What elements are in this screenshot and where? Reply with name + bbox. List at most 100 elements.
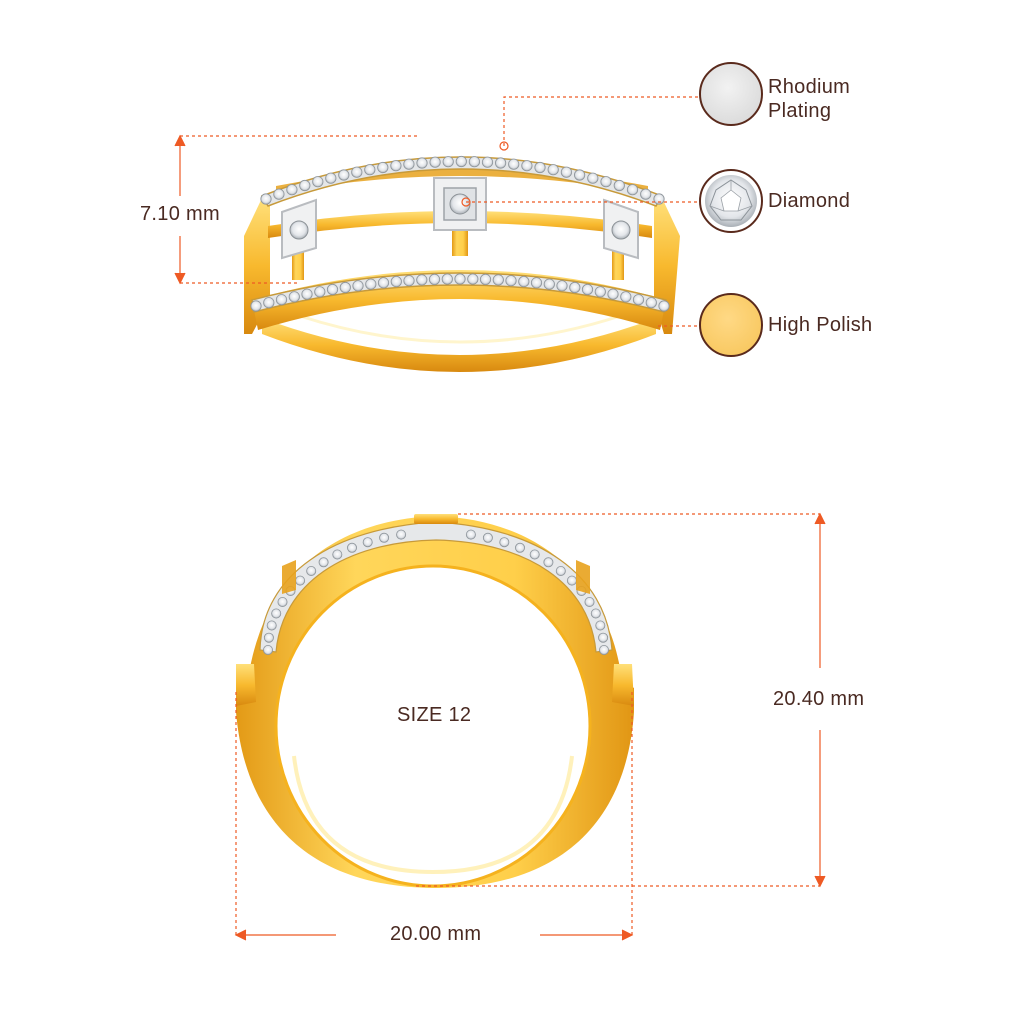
front-dimension-lines	[234, 512, 826, 941]
pave-stone	[262, 645, 273, 656]
pave-stone	[312, 176, 324, 188]
pave-stone	[530, 277, 543, 289]
pave-stone	[590, 608, 601, 619]
pave-stone	[534, 161, 546, 174]
ring-front-view	[236, 514, 634, 888]
pave-stone	[599, 645, 610, 656]
pave-stone	[428, 273, 441, 285]
ring-inner-hole	[276, 566, 590, 886]
pave-stone	[658, 300, 670, 312]
pave-stone	[263, 632, 274, 643]
middle-rail	[268, 211, 652, 238]
pave-stone	[396, 529, 407, 540]
pave-stone	[581, 283, 594, 296]
pave-stone	[314, 286, 326, 298]
pave-stone	[390, 275, 402, 288]
band-height-dimension: 7.10 mm	[140, 203, 220, 225]
left-shoulder	[236, 664, 256, 706]
pave-stone	[653, 193, 665, 205]
pave-stone	[275, 294, 288, 306]
pave-stone	[468, 156, 480, 168]
pave-stone	[455, 155, 467, 168]
pave-stone	[555, 566, 566, 577]
diamond-swatch-icon	[699, 169, 763, 233]
pave-stone	[508, 158, 520, 170]
pave-stone	[479, 273, 492, 285]
pave-stone	[266, 620, 277, 631]
pave-stone	[569, 281, 581, 294]
pave-stone	[481, 156, 494, 168]
legend-high-polish-label: High Polish	[768, 314, 873, 336]
pave-stone	[640, 188, 652, 200]
pave-stone	[271, 608, 282, 619]
top-bezel-edge	[414, 514, 458, 524]
pave-stone	[429, 156, 441, 168]
pave-stone	[595, 620, 606, 631]
legend-diamond-label: Diamond	[768, 190, 851, 212]
left-bezel	[281, 198, 317, 260]
ring-top-view	[244, 155, 680, 372]
pave-stone	[301, 288, 313, 300]
pave-stone	[499, 537, 510, 548]
pave-stone	[600, 176, 612, 188]
pave-stone	[620, 291, 632, 303]
pave-stone	[351, 166, 363, 178]
ring-size-label: SIZE 12	[397, 704, 472, 726]
pave-stone	[573, 169, 586, 181]
pave-stone	[250, 300, 262, 312]
center-bezel	[433, 177, 487, 231]
pave-stone	[390, 160, 402, 172]
pave-stone	[543, 278, 555, 290]
pave-stone	[403, 275, 415, 287]
legend-rhodium-line2: Plating	[768, 100, 832, 122]
pave-stone	[339, 281, 351, 294]
pave-stone	[364, 164, 376, 176]
pave-stone	[377, 161, 389, 174]
pave-stone	[263, 297, 275, 309]
pave-stone	[584, 597, 595, 608]
pave-stone	[556, 280, 568, 292]
gold-swatch-icon	[699, 293, 763, 357]
pave-stone	[467, 273, 479, 285]
pave-stone	[441, 273, 453, 285]
pave-stone	[260, 193, 272, 205]
right-bezel	[603, 198, 639, 260]
pave-stone	[645, 297, 657, 309]
legend-rhodium-line1: Rhodium	[768, 76, 851, 98]
pave-stone	[515, 542, 526, 553]
pave-stone	[494, 157, 507, 169]
pave-stone	[547, 164, 559, 176]
pave-stone	[325, 172, 337, 184]
front-gallery-stones	[262, 529, 610, 656]
pave-stone	[626, 184, 639, 196]
ring-height-dimension: 20.40 mm	[773, 688, 865, 710]
pave-stone	[318, 557, 329, 568]
front-diamond-gallery	[259, 521, 613, 653]
pave-stone	[521, 160, 533, 172]
pave-stone	[288, 291, 300, 303]
pave-stone	[346, 542, 357, 553]
pave-stone	[529, 549, 540, 560]
pave-stone	[286, 184, 298, 196]
pave-stone	[416, 157, 428, 169]
pave-stone	[598, 632, 609, 643]
pave-stone	[338, 169, 350, 181]
pave-stone	[505, 275, 517, 287]
pave-stone	[482, 532, 493, 543]
rhodium-swatch-icon	[699, 62, 763, 126]
pave-stone	[365, 278, 377, 290]
pave-stone	[543, 557, 554, 568]
ring-width-dimension: 20.00 mm	[390, 923, 482, 945]
pave-stone	[362, 537, 373, 548]
pave-stone	[299, 179, 311, 192]
pave-stone	[295, 575, 306, 586]
pave-stone	[492, 274, 504, 286]
pave-stone	[594, 286, 606, 298]
pave-stone	[352, 280, 364, 292]
legend-rhodium-label: Rhodium Plating	[768, 75, 850, 123]
pave-stone	[377, 277, 390, 289]
pave-stone	[587, 172, 599, 184]
pave-stone	[465, 529, 476, 540]
